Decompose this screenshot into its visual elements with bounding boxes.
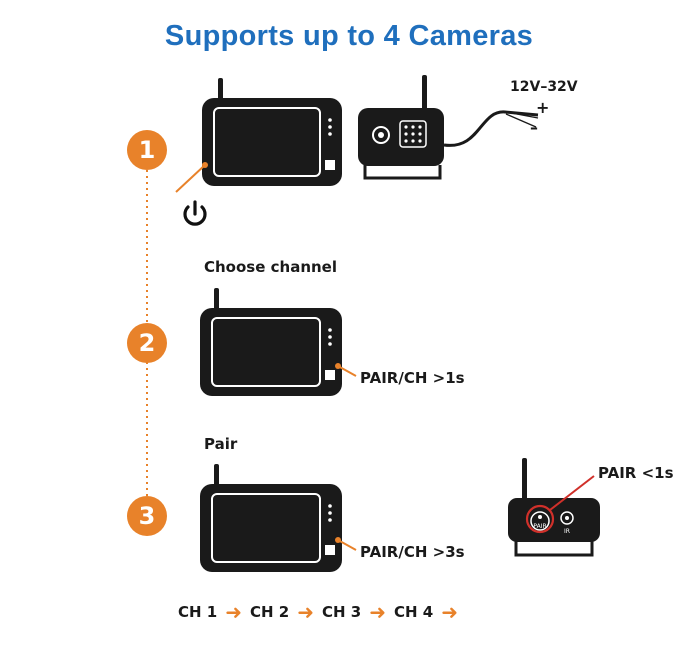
voltage-label: 12V–32V [510,79,578,95]
camera-pair-label: PAIR <1s [598,464,674,482]
monitor-3 [200,464,342,572]
step-2: 2 [127,323,167,363]
arrow-right-icon: ➜ [369,600,386,624]
power-icon [183,200,207,226]
pair-button-highlight [525,504,555,534]
page-title: Supports up to 4 Cameras [164,20,534,52]
step-1: 1 [127,130,167,170]
camera-button-label: PAIR [533,523,546,530]
pair-label: Pair [204,435,238,453]
positive-terminal-label: + [536,98,550,117]
channel-2: CH 2 [250,603,290,621]
channel-sequence: CH 1 ➜ CH 2 ➜ CH 3 ➜ CH 4 ➜ [178,600,460,624]
camera-ir-label: IR [564,528,570,535]
monitor-1 [202,78,342,186]
arrow-right-icon: ➜ [225,600,242,624]
step-3: 3 [127,496,167,536]
camera-1 [358,75,444,180]
pair-ch-1s-label: PAIR/CH >1s [360,369,465,387]
pair-ch-3s-label: PAIR/CH >3s [360,543,465,561]
negative-terminal-label: – [530,118,538,137]
channel-4: CH 4 [394,603,434,621]
choose-channel-label: Choose channel [204,258,337,276]
power-cable [443,110,539,147]
monitor-2 [200,288,342,396]
channel-1: CH 1 [178,603,218,621]
channel-3: CH 3 [322,603,362,621]
arrow-right-icon: ➜ [297,600,314,624]
arrow-right-icon: ➜ [441,600,458,624]
